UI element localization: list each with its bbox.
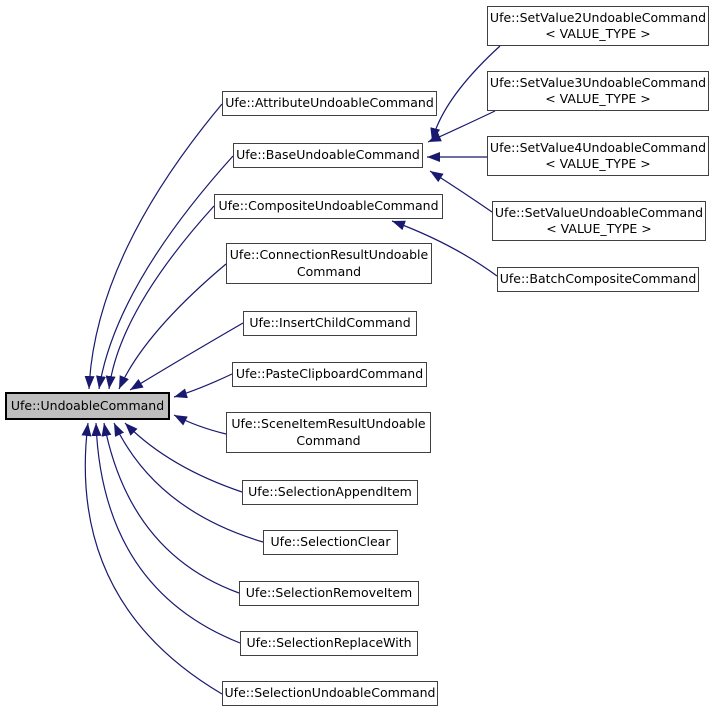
edge-selectionappenditem-to-undoable (124, 422, 243, 493)
class-node-setvalue2undoablecommand[interactable]: Ufe::SetValue2UndoableCommand < VALUE_TY… (487, 6, 709, 46)
edge-selectionreplacewith-to-undoable (91, 422, 241, 644)
class-label: Ufe::BaseUndoableCommand (236, 147, 420, 163)
edge-batchcomposite-to-composite (391, 220, 498, 277)
class-label: Ufe::SceneItemResultUndoable (231, 416, 426, 432)
class-label-line2: < VALUE_TYPE > (545, 156, 651, 171)
class-node-undoablecommand: Ufe::UndoableCommand (5, 392, 170, 420)
class-label: Ufe::SelectionClear (270, 534, 391, 550)
class-node-connectionresultundoablecommand[interactable]: Ufe::ConnectionResultUndoable Command (226, 243, 432, 284)
class-label: Ufe::AttributeUndoableCommand (225, 95, 434, 111)
edge-base-to-undoable (96, 155, 234, 390)
edge-connectionresult-to-undoable (118, 263, 227, 390)
class-node-pasteclipboardcommand[interactable]: Ufe::PasteClipboardCommand (232, 362, 427, 387)
class-label-line2: Command (296, 263, 362, 279)
class-node-insertchildcommand[interactable]: Ufe::InsertChildCommand (243, 311, 417, 336)
class-node-attributeundoablecommand[interactable]: Ufe::AttributeUndoableCommand (222, 91, 437, 116)
class-label-line2: < VALUE_TYPE > (545, 26, 651, 41)
edge-attribute-to-undoable (84, 103, 223, 390)
class-node-selectionreplacewith[interactable]: Ufe::SelectionReplaceWith (240, 631, 418, 656)
edge-selectionundoable-to-undoable (81, 422, 223, 695)
class-node-selectionremoveitem[interactable]: Ufe::SelectionRemoveItem (239, 581, 419, 606)
class-label: Ufe::SelectionRemoveItem (245, 585, 413, 601)
class-label: Ufe::PasteClipboardCommand (235, 366, 424, 382)
class-label-line2: Command (296, 432, 361, 448)
edge-setvalue2-to-base (430, 45, 501, 142)
class-node-batchcompositecommand[interactable]: Ufe::BatchCompositeCommand (497, 267, 699, 292)
class-label: Ufe::SelectionAppendItem (248, 484, 412, 500)
class-label: Ufe::CompositeUndoableCommand (218, 198, 439, 214)
class-node-setvalueundoablecommand[interactable]: Ufe::SetValueUndoableCommand < VALUE_TYP… (492, 201, 706, 241)
class-node-setvalue3undoablecommand[interactable]: Ufe::SetValue3UndoableCommand < VALUE_TY… (487, 71, 709, 111)
class-label-line2: < VALUE_TYPE > (546, 221, 652, 236)
class-node-sceneitemresultundoablecommand[interactable]: Ufe::SceneItemResultUndoable Command (226, 412, 431, 453)
class-node-selectionclear[interactable]: Ufe::SelectionClear (263, 530, 398, 555)
class-label: Ufe::UndoableCommand (10, 397, 165, 413)
class-label: Ufe::InsertChildCommand (249, 315, 411, 331)
class-label-line2: < VALUE_TYPE > (545, 91, 651, 106)
class-label: Ufe::SelectionReplaceWith (246, 635, 412, 651)
edge-sceneitemresult-to-undoable (173, 414, 227, 435)
edge-selectionremoveitem-to-undoable (101, 422, 240, 594)
class-label: Ufe::BatchCompositeCommand (499, 271, 697, 287)
class-label: Ufe::ConnectionResultUndoable (229, 247, 429, 263)
edge-selectionclear-to-undoable (113, 422, 264, 543)
class-node-setvalue4undoablecommand[interactable]: Ufe::SetValue4UndoableCommand < VALUE_TY… (487, 136, 709, 176)
edge-setvalue3-to-base (427, 110, 496, 143)
edge-pasteclipboard-to-undoable (173, 373, 233, 399)
class-node-selectionappenditem[interactable]: Ufe::SelectionAppendItem (242, 480, 418, 505)
class-node-baseundoablecommand[interactable]: Ufe::BaseUndoableCommand (233, 143, 423, 168)
class-label: Ufe::SetValue4UndoableCommand (489, 139, 707, 155)
class-node-selectionundoablecommand[interactable]: Ufe::SelectionUndoableCommand (222, 681, 438, 706)
class-node-compositeundoablecommand[interactable]: Ufe::CompositeUndoableCommand (214, 194, 443, 219)
class-label: Ufe::SetValue3UndoableCommand (489, 74, 707, 90)
edge-insertchild-to-undoable (129, 322, 244, 391)
class-label: Ufe::SetValue2UndoableCommand (489, 9, 707, 25)
class-label: Ufe::SelectionUndoableCommand (224, 685, 436, 701)
class-label: Ufe::SetValueUndoableCommand (494, 204, 704, 220)
edge-composite-to-undoable (105, 205, 215, 390)
edge-setvalue-to-base (429, 170, 493, 213)
